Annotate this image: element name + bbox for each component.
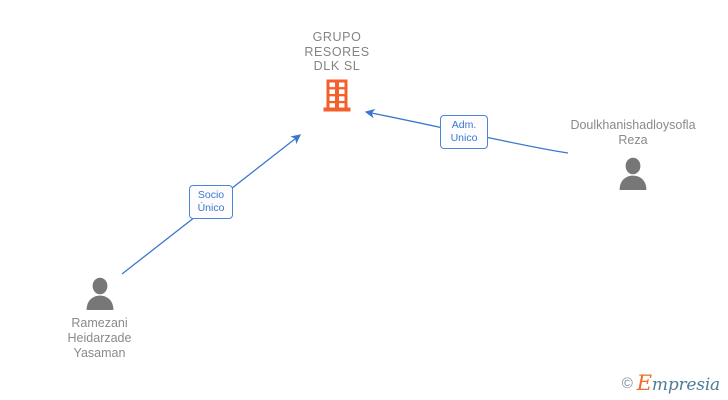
brand-wordmark: Empresia [637, 373, 720, 394]
person-node-right[interactable]: Doulkhanishadloysofla Reza [553, 118, 713, 190]
person-name-right: Doulkhanishadloysofla Reza [570, 118, 696, 147]
person-icon-wrap-left [22, 276, 177, 310]
building-icon-wrap [257, 79, 417, 112]
person-icon-wrap-right [553, 156, 713, 190]
person-icon [619, 157, 647, 190]
company-node[interactable]: GRUPO RESORES DLK SL [257, 30, 417, 112]
person-icon [86, 277, 113, 310]
empresia-watermark: © Empresia [622, 373, 720, 394]
person-node-left[interactable]: Ramezani Heidarzade Yasaman [22, 276, 177, 361]
building-icon [323, 79, 351, 111]
brand-initial: E [636, 371, 652, 395]
company-title: GRUPO RESORES DLK SL [304, 30, 370, 73]
relation-label-adm-unico[interactable]: Adm. Unico [440, 115, 488, 149]
brand-rest: mpresia [651, 375, 720, 395]
relation-label-socio-unico[interactable]: Socio Único [189, 185, 233, 219]
copyright-icon: © [621, 375, 633, 392]
person-name-left: Ramezani Heidarzade Yasaman [67, 316, 132, 360]
